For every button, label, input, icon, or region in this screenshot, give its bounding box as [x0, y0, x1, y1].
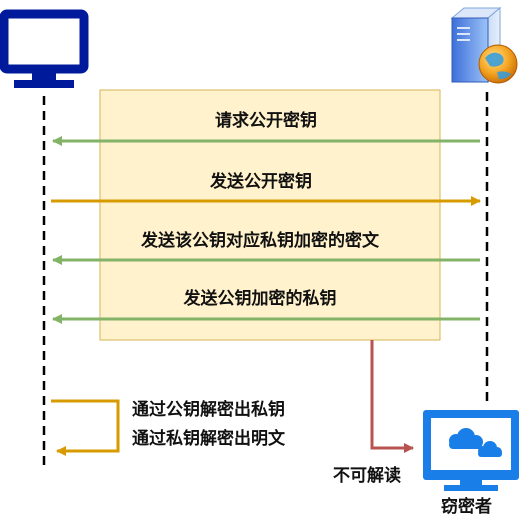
- message-frame: [99, 89, 441, 341]
- self-decrypt-arrow: [51, 399, 120, 456]
- self-step-label-2: 通过私钥解密出明文: [132, 429, 285, 449]
- unreadable-label: 不可解读: [333, 466, 401, 486]
- message-label-send-public-key: 发送公开密钥: [210, 172, 312, 192]
- cloud-monitor-icon: [423, 410, 519, 491]
- intercept-arrow: [370, 340, 414, 453]
- eavesdropper-label: 窃密者: [441, 497, 492, 517]
- server-globe-icon: [450, 6, 518, 84]
- message-label-send-encrypted-private-key: 发送公钥加密的私钥: [183, 289, 337, 309]
- message-label-request-public-key: 请求公开密钥: [215, 111, 317, 131]
- message-label-send-ciphertext: 发送该公钥对应私钥加密的密文: [141, 231, 379, 251]
- desktop-monitor-icon: [0, 9, 89, 88]
- self-step-label-1: 通过公钥解密出私钥: [132, 400, 285, 420]
